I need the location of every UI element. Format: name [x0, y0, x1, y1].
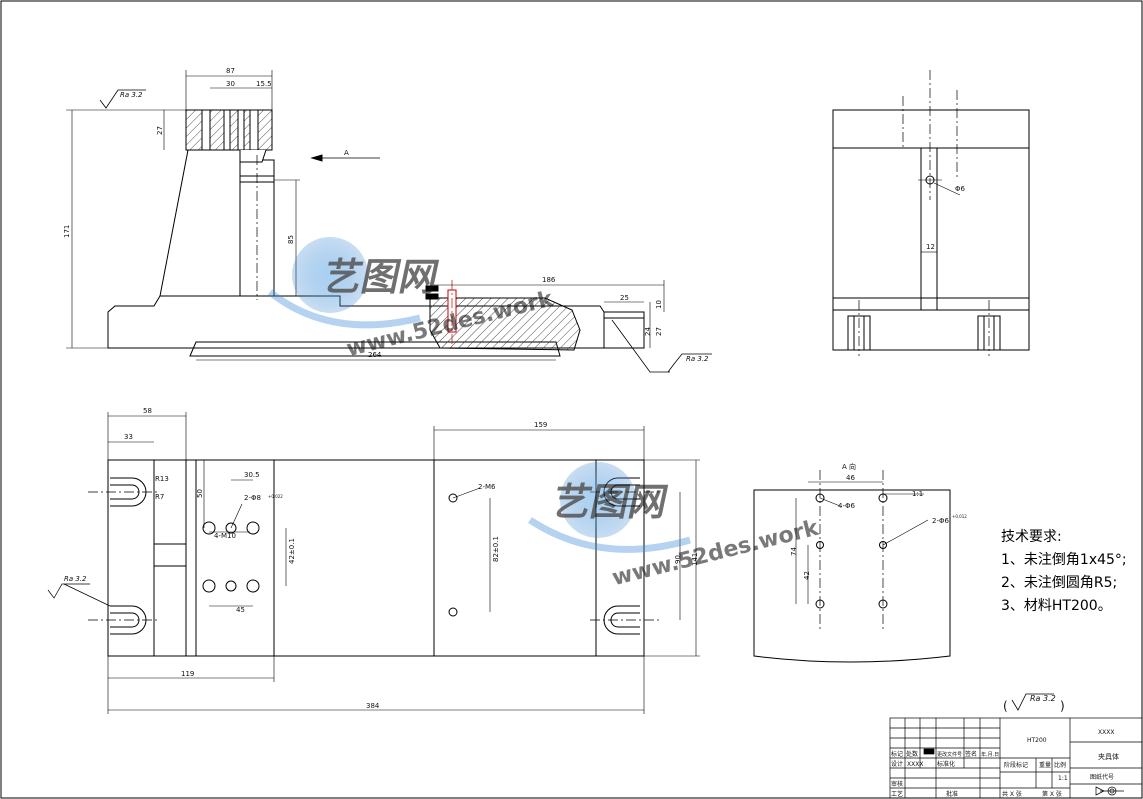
title-block-labels: 标记 处数 更改文件号 签名 年.月.日 设计 XXXX 标准化 审核 工艺 批…	[891, 729, 1119, 798]
view-a-labels: A 向 46 4-Φ6 2-Φ6 +0.012 74 42 1:1	[790, 462, 967, 580]
dim-24: 24	[644, 327, 652, 336]
dim-264: 264	[368, 351, 382, 359]
note-item: 2、未注倒圆角R5;	[1001, 575, 1118, 591]
svg-text:艺图网: 艺图网	[319, 255, 442, 300]
watermark-logo: 艺图网 www.52des.work	[528, 462, 822, 591]
dim-171: 171	[63, 225, 71, 238]
dim-384: 384	[366, 702, 380, 710]
dim-phi6: Φ6	[955, 185, 966, 193]
dim-15-5: 15.5	[256, 80, 272, 88]
dim-186: 186	[542, 276, 556, 284]
section-marker: A	[344, 149, 349, 157]
dim-12: 12	[926, 243, 935, 251]
general-roughness: ( Ra 3.2 )	[1003, 693, 1065, 713]
tb-part-name: 夹具体	[1098, 752, 1119, 761]
dim-33: 33	[124, 433, 133, 441]
tb-company: XXXX	[1098, 729, 1114, 736]
dim-74: 74	[790, 547, 798, 556]
tb-sign: 签名	[965, 750, 977, 758]
view-a-ratio: 1:1	[912, 490, 923, 498]
dim-4-m10: 4-M10	[214, 532, 236, 540]
tb-scale: 1:1	[1058, 775, 1068, 782]
tb-drawing-no: 图纸代号	[1090, 773, 1114, 781]
dim-2-phi6: 2-Φ6	[932, 517, 949, 525]
notes-title: 技术要求:	[1001, 529, 1062, 545]
svg-text:): )	[1060, 699, 1065, 713]
tb-scale-label: 比例	[1054, 761, 1066, 769]
tb-date: 年.月.日	[981, 751, 999, 758]
note-item: 3、材料HT200。	[1001, 598, 1112, 614]
dim-4-phi6: 4-Φ6	[838, 502, 855, 510]
dim-2-phi8: 2-Φ8	[244, 494, 261, 502]
dim-phi8-tol: +0.022	[268, 494, 283, 499]
roughness-label: Ra 3.2	[64, 575, 87, 583]
dim-2-m6: 2-M6	[478, 483, 496, 491]
dim-58: 58	[143, 407, 152, 415]
dim-30: 30	[226, 80, 235, 88]
top-view-labels: 58 33 R13 R7 30.5 50 2-Φ8 +0.022 4-M10 4…	[64, 407, 699, 710]
side-view-labels: Φ6 12	[926, 185, 966, 251]
dim-27: 27	[156, 126, 164, 135]
front-view-labels: 87 30 15.5 27 171 85 186 25 10 24 27 264…	[63, 67, 709, 363]
dim-10: 10	[655, 300, 663, 309]
tb-design-name: XXXX	[907, 761, 923, 768]
dim-30-5: 30.5	[244, 471, 260, 479]
dim-159: 159	[534, 421, 547, 429]
dim-25: 25	[620, 294, 629, 302]
note-item: 1、未注倒角1x45°;	[1001, 552, 1127, 568]
roughness-label: Ra 3.2	[120, 91, 143, 99]
dim-r7: R7	[155, 493, 164, 501]
tb-count: 处数	[906, 750, 918, 758]
dim-90: 90	[674, 555, 682, 564]
dim-85: 85	[287, 235, 295, 244]
tb-mark: 标记	[891, 750, 903, 758]
tb-material: HT200	[1027, 737, 1047, 744]
roughness-label: Ra 3.2	[686, 355, 709, 363]
dim-119: 119	[181, 670, 194, 678]
tb-review: 审核	[891, 780, 903, 788]
view-a-title: A 向	[842, 462, 856, 471]
front-view	[66, 70, 712, 373]
dim-50: 50	[196, 489, 204, 498]
side-view	[832, 70, 1030, 356]
dim-phi6-tol: +0.012	[952, 514, 967, 519]
svg-text:(: (	[1003, 699, 1008, 713]
tb-stage: 阶段标记	[1004, 761, 1028, 769]
tb-design: 设计	[891, 760, 903, 768]
view-a	[753, 470, 951, 663]
technical-requirements: 技术要求: 1、未注倒角1x45°; 2、未注倒圆角R5; 3、材料HT200。	[1001, 526, 1141, 618]
dim-r13: R13	[155, 475, 169, 483]
svg-text:艺图网: 艺图网	[548, 480, 671, 525]
tb-weight: 重量	[1039, 761, 1051, 769]
dim-82: 82±0.1	[492, 536, 500, 562]
dim-42: 42±0.1	[288, 538, 296, 564]
dim-141: 141	[691, 553, 699, 566]
tb-process: 工艺	[891, 790, 903, 798]
dim-45: 45	[236, 606, 245, 614]
tb-std: 标准化	[937, 760, 955, 768]
dim-42b: 42	[803, 571, 811, 580]
tb-approve: 批准	[946, 790, 958, 798]
dim-46: 46	[846, 474, 855, 482]
tb-sheet: 第 X 张	[1042, 790, 1062, 798]
general-roughness-label: Ra 3.2	[1030, 694, 1056, 703]
top-view	[47, 412, 700, 714]
tb-sheets: 共 X 张	[1002, 790, 1022, 798]
dim-87: 87	[226, 67, 235, 75]
dim-27b: 27	[655, 327, 663, 336]
tb-change: 更改文件号	[937, 751, 962, 758]
title-block	[889, 717, 1143, 799]
